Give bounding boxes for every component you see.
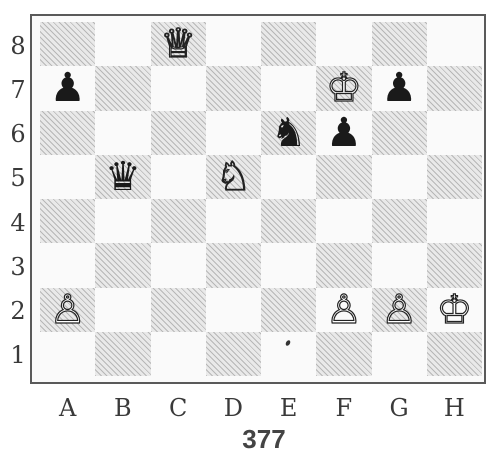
- white-pawn-icon[interactable]: ♙: [381, 290, 417, 330]
- square-c4[interactable]: [151, 199, 206, 243]
- square-g2[interactable]: ♙: [372, 288, 427, 332]
- square-b1[interactable]: [95, 332, 150, 376]
- square-f3[interactable]: [316, 243, 371, 287]
- square-g3[interactable]: [372, 243, 427, 287]
- square-c3[interactable]: [151, 243, 206, 287]
- diagram-number: 377: [20, 424, 488, 455]
- square-c2[interactable]: [151, 288, 206, 332]
- square-e2[interactable]: [261, 288, 316, 332]
- square-h5[interactable]: [427, 155, 482, 199]
- file-label-b: B: [95, 390, 150, 426]
- square-g5[interactable]: [372, 155, 427, 199]
- file-label-d: D: [206, 390, 261, 426]
- square-e8[interactable]: [261, 22, 316, 66]
- square-e7[interactable]: [261, 66, 316, 110]
- square-c8[interactable]: ♕: [151, 22, 206, 66]
- square-h8[interactable]: [427, 22, 482, 66]
- chess-board: ♕ ♟ ♔ ♟ ♞ ♟ ♛ ♘ ♙ ♙ ♙ ♔: [40, 22, 482, 376]
- file-labels: A B C D E F G H: [40, 390, 482, 426]
- white-knight-icon[interactable]: ♘: [215, 157, 251, 197]
- rank-label-5: 5: [4, 154, 32, 202]
- square-g4[interactable]: [372, 199, 427, 243]
- square-h6[interactable]: [427, 111, 482, 155]
- square-g1[interactable]: [372, 332, 427, 376]
- file-label-f: F: [316, 390, 371, 426]
- square-a4[interactable]: [40, 199, 95, 243]
- rank-label-4: 4: [4, 199, 32, 247]
- white-pawn-icon[interactable]: ♙: [50, 290, 86, 330]
- square-d5[interactable]: ♘: [206, 155, 261, 199]
- square-f1[interactable]: [316, 332, 371, 376]
- black-queen-icon[interactable]: ♛: [105, 157, 141, 197]
- square-g6[interactable]: [372, 111, 427, 155]
- rank-label-6: 6: [4, 110, 32, 158]
- square-b5[interactable]: ♛: [95, 155, 150, 199]
- black-pawn-icon[interactable]: ♟: [381, 68, 417, 108]
- black-knight-icon[interactable]: ♞: [271, 113, 307, 153]
- square-c7[interactable]: [151, 66, 206, 110]
- square-d6[interactable]: [206, 111, 261, 155]
- white-king-icon[interactable]: ♔: [436, 290, 472, 330]
- file-label-c: C: [151, 390, 206, 426]
- file-label-a: A: [40, 390, 95, 426]
- file-label-h: H: [427, 390, 482, 426]
- square-e3[interactable]: [261, 243, 316, 287]
- square-f4[interactable]: [316, 199, 371, 243]
- square-g7[interactable]: ♟: [372, 66, 427, 110]
- square-h7[interactable]: [427, 66, 482, 110]
- square-f7[interactable]: ♔: [316, 66, 371, 110]
- square-f6[interactable]: ♟: [316, 111, 371, 155]
- square-a5[interactable]: [40, 155, 95, 199]
- square-b3[interactable]: [95, 243, 150, 287]
- square-e4[interactable]: [261, 199, 316, 243]
- square-f2[interactable]: ♙: [316, 288, 371, 332]
- square-f5[interactable]: [316, 155, 371, 199]
- square-b6[interactable]: [95, 111, 150, 155]
- square-b2[interactable]: [95, 288, 150, 332]
- square-h1[interactable]: [427, 332, 482, 376]
- file-label-e: E: [261, 390, 316, 426]
- square-f8[interactable]: [316, 22, 371, 66]
- square-d4[interactable]: [206, 199, 261, 243]
- square-c1[interactable]: [151, 332, 206, 376]
- square-a1[interactable]: [40, 332, 95, 376]
- square-e1[interactable]: [261, 332, 316, 376]
- black-pawn-icon[interactable]: ♟: [326, 113, 362, 153]
- square-a8[interactable]: [40, 22, 95, 66]
- rank-label-7: 7: [4, 66, 32, 114]
- square-e5[interactable]: [261, 155, 316, 199]
- file-label-g: G: [372, 390, 427, 426]
- square-a7[interactable]: ♟: [40, 66, 95, 110]
- square-c6[interactable]: [151, 111, 206, 155]
- rank-label-3: 3: [4, 243, 32, 291]
- square-a3[interactable]: [40, 243, 95, 287]
- square-h4[interactable]: [427, 199, 482, 243]
- white-pawn-icon[interactable]: ♙: [326, 290, 362, 330]
- square-d1[interactable]: [206, 332, 261, 376]
- square-h3[interactable]: [427, 243, 482, 287]
- square-a2[interactable]: ♙: [40, 288, 95, 332]
- square-h2[interactable]: ♔: [427, 288, 482, 332]
- square-g8[interactable]: [372, 22, 427, 66]
- black-pawn-icon[interactable]: ♟: [50, 68, 86, 108]
- white-king-icon[interactable]: ♔: [326, 68, 362, 108]
- square-d8[interactable]: [206, 22, 261, 66]
- square-b7[interactable]: [95, 66, 150, 110]
- rank-label-1: 1: [4, 331, 32, 379]
- white-queen-icon[interactable]: ♕: [160, 24, 196, 64]
- rank-label-2: 2: [4, 287, 32, 335]
- square-d3[interactable]: [206, 243, 261, 287]
- square-b4[interactable]: [95, 199, 150, 243]
- square-b8[interactable]: [95, 22, 150, 66]
- rank-label-8: 8: [4, 22, 32, 70]
- square-a6[interactable]: [40, 111, 95, 155]
- square-e6[interactable]: ♞: [261, 111, 316, 155]
- square-d7[interactable]: [206, 66, 261, 110]
- square-c5[interactable]: [151, 155, 206, 199]
- square-d2[interactable]: [206, 288, 261, 332]
